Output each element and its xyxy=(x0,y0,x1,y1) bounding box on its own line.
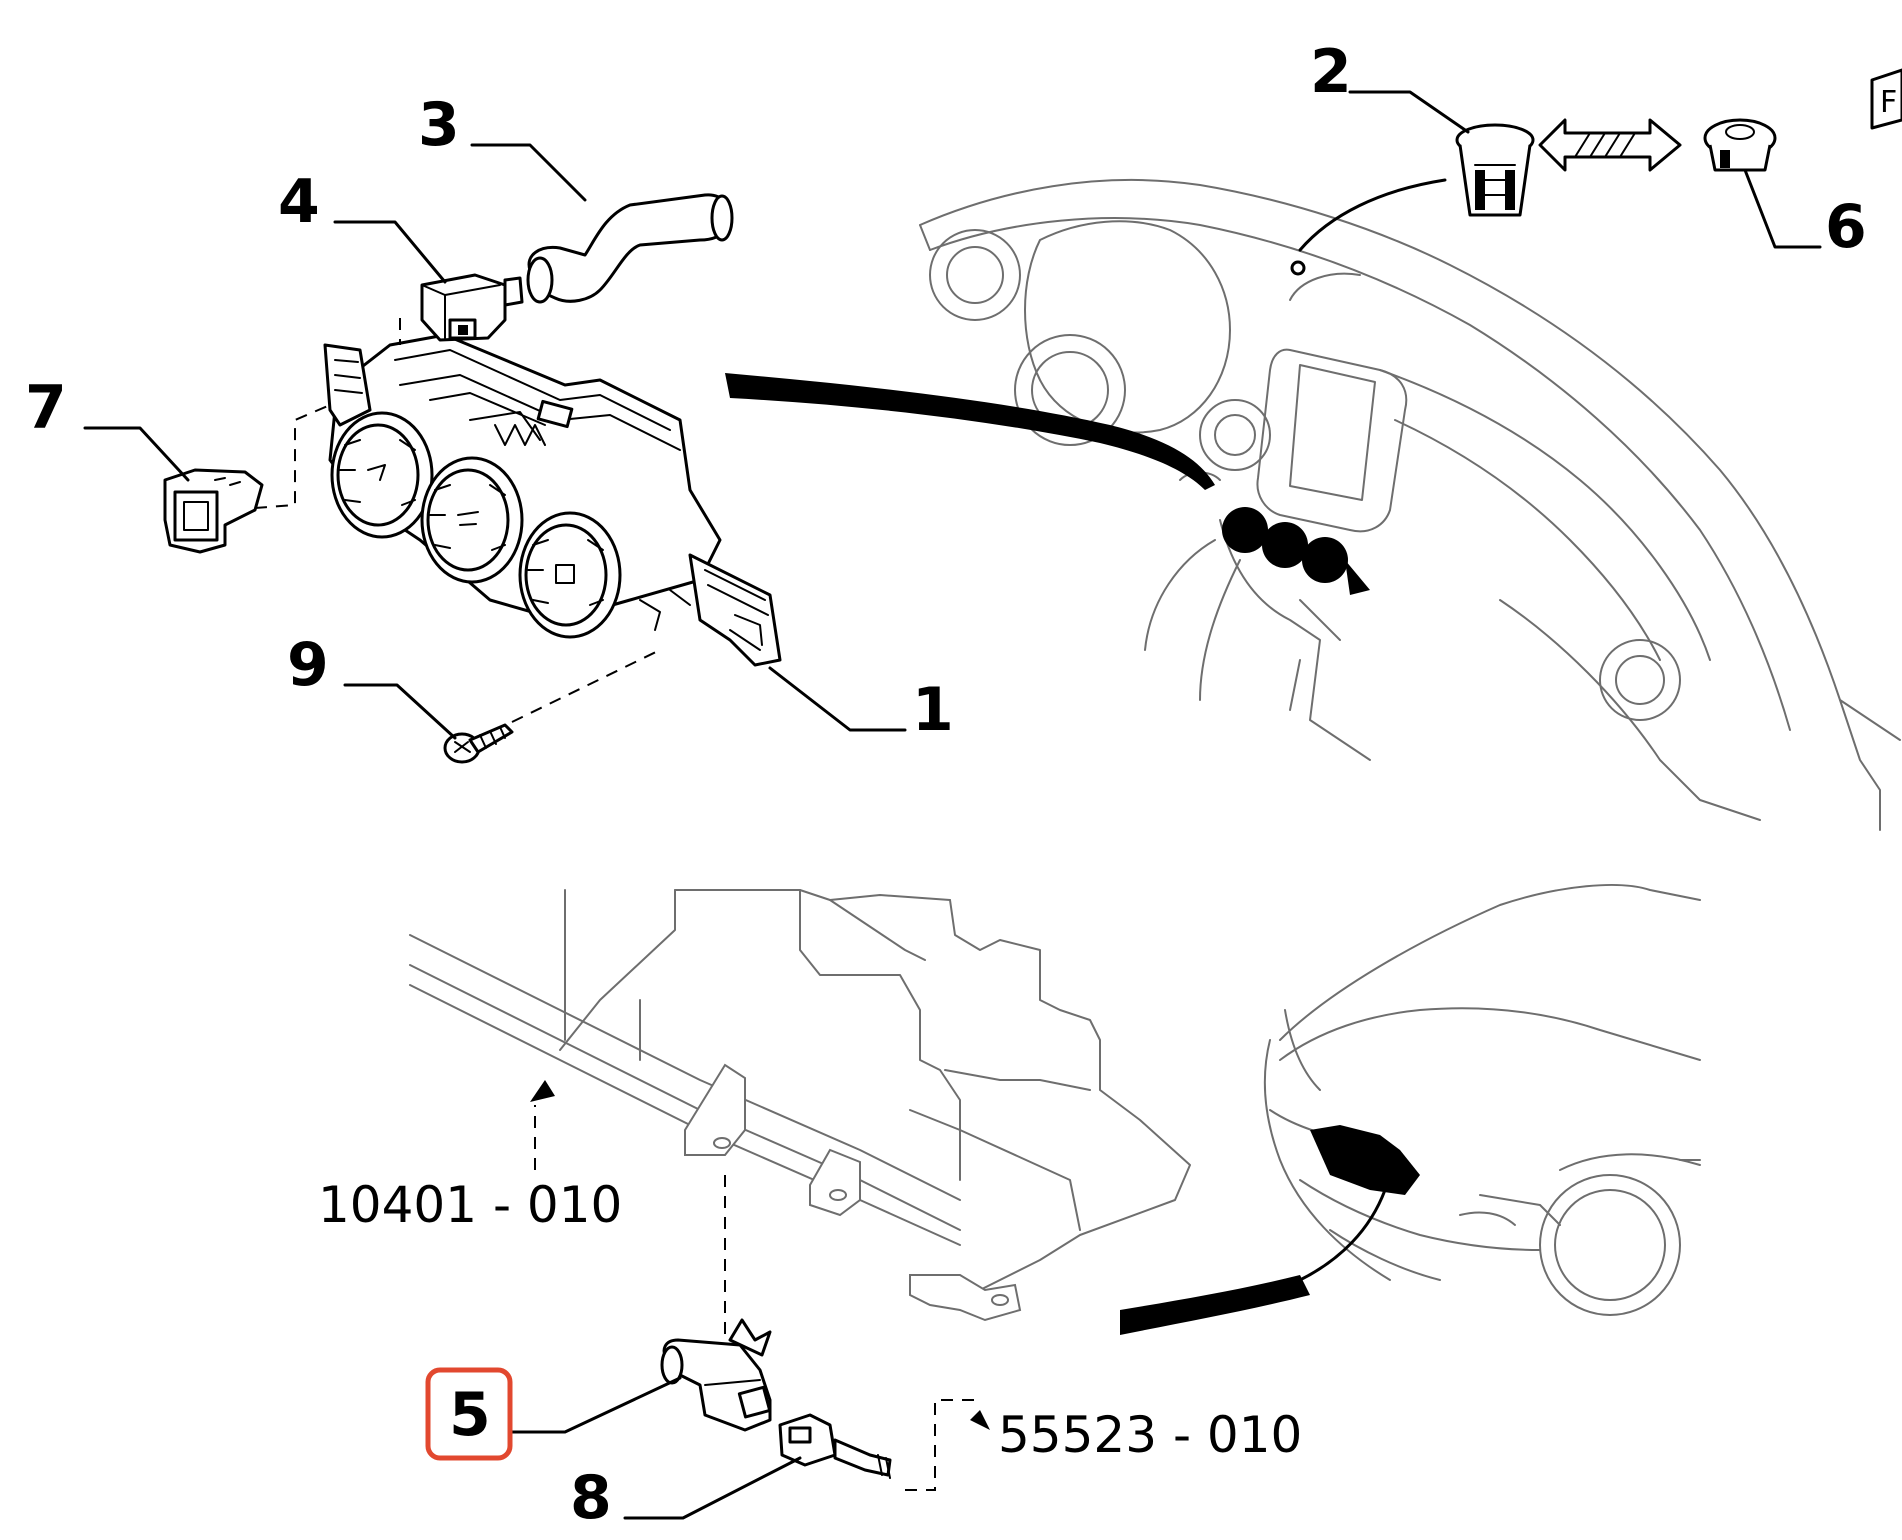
part-1-climate-control-panel xyxy=(323,333,782,667)
location-arrow-car xyxy=(1120,1275,1310,1335)
assembly-line-9 xyxy=(511,649,661,723)
leader-9 xyxy=(343,683,457,740)
part-3-hose xyxy=(526,193,734,304)
leader-3 xyxy=(470,143,587,202)
part-7-connector xyxy=(163,468,264,554)
corner-mark: F xyxy=(1870,68,1902,130)
callout-5: 5 xyxy=(449,1380,491,1450)
part-5-temperature-sensor xyxy=(660,1318,772,1432)
callout-3: 3 xyxy=(418,90,460,160)
callout-8: 8 xyxy=(570,1463,612,1533)
callout-9: 9 xyxy=(287,630,329,700)
car-front-outline xyxy=(1263,884,1701,1316)
corner-mark-text: F xyxy=(1880,85,1897,120)
part-6-clip xyxy=(1703,118,1777,172)
highlight-box-part-5 xyxy=(425,1367,513,1461)
leader-7 xyxy=(83,426,190,482)
callout-4: 4 xyxy=(278,167,320,237)
part-9-screw xyxy=(443,723,514,764)
leader-6 xyxy=(1743,168,1822,249)
reference-10401-010: 10401 - 010 xyxy=(318,1176,622,1234)
location-line-car xyxy=(1298,1188,1387,1282)
callout-7: 7 xyxy=(25,373,67,443)
callout-2: 2 xyxy=(1310,37,1352,107)
leader-8 xyxy=(623,1456,802,1520)
knob-middle xyxy=(420,456,524,584)
ref-line-55523 xyxy=(905,1399,975,1491)
knob-right xyxy=(518,511,622,639)
dashboard-outline xyxy=(919,178,1901,831)
location-line-clip xyxy=(1298,178,1447,252)
location-arrow-dashboard xyxy=(725,373,1215,490)
alternative-double-arrow xyxy=(1538,118,1682,172)
part-4-sensor xyxy=(420,273,524,342)
part-2-clip xyxy=(1455,123,1535,217)
callout-6: 6 xyxy=(1825,192,1867,262)
reference-55523-010: 55523 - 010 xyxy=(998,1406,1302,1464)
leader-5 xyxy=(508,1376,682,1434)
part-8-connector xyxy=(778,1413,892,1479)
assembly-line-7 xyxy=(254,404,331,509)
front-structure xyxy=(409,889,1191,1322)
leader-4 xyxy=(333,220,447,284)
leader-2 xyxy=(1348,90,1470,134)
knob-left xyxy=(330,411,434,539)
leader-1 xyxy=(768,666,907,732)
callout-1: 1 xyxy=(912,675,954,745)
